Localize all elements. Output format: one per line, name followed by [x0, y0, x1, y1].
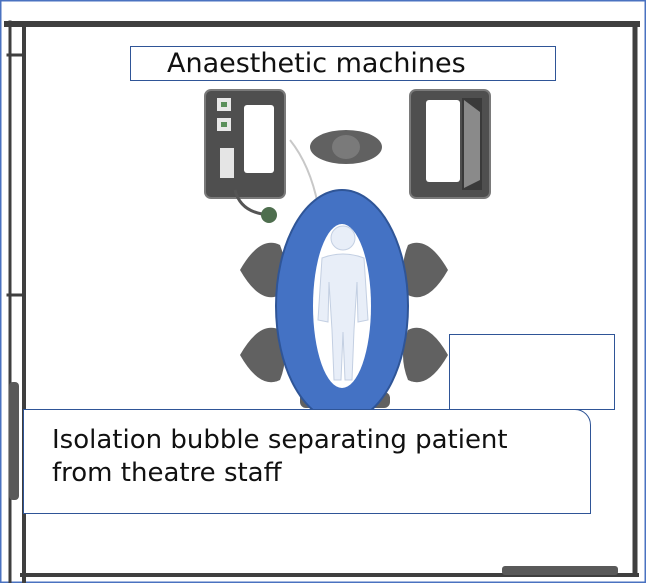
anaesthetic-machines-label: Anaesthetic machines [130, 46, 556, 81]
empty-side-box [449, 334, 615, 410]
anaesthetic-machine-icon [409, 89, 491, 199]
isolation-bubble-label-line1: Isolation bubble separating patient [52, 425, 508, 455]
door-icon [502, 566, 618, 575]
isolation-bubble-label: Isolation bubble separating patient from… [23, 409, 591, 514]
chair-icon [310, 130, 382, 164]
anaesthetic-machine-icon [204, 89, 319, 223]
isolation-bubble-label-line2: from theatre staff [52, 458, 282, 488]
patient-figure-icon [317, 225, 369, 381]
door-left [9, 382, 19, 500]
